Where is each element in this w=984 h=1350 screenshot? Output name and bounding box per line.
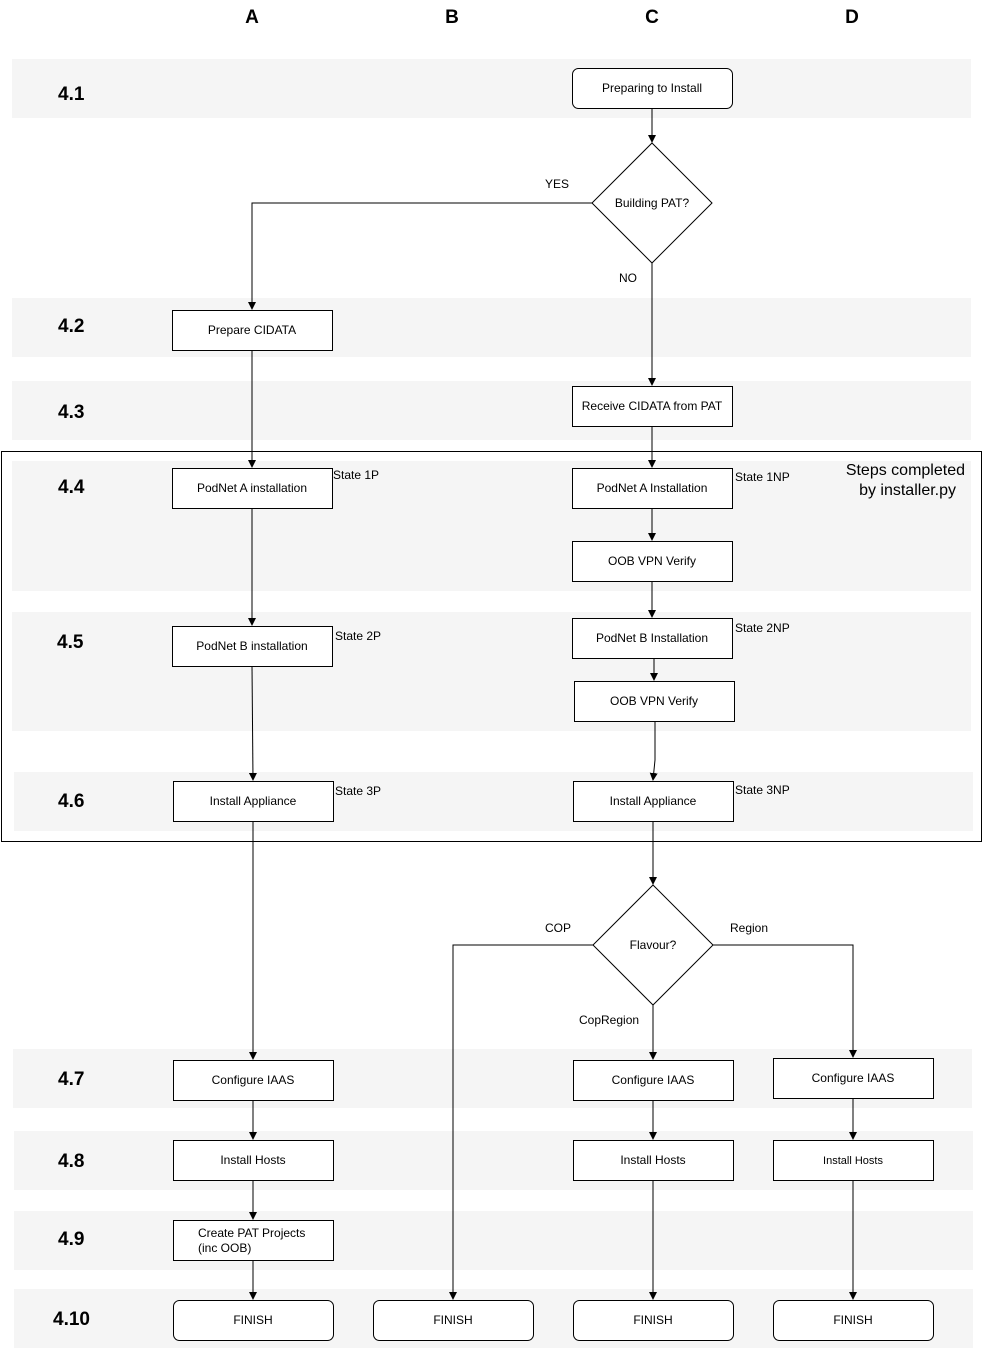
configure-iaas-d-node[interactable] [773, 1058, 934, 1099]
install-appliance-left-node[interactable] [173, 781, 334, 822]
stage-label-4-2: 4.2 [58, 316, 84, 337]
install-hosts-a-label: Install Hosts [220, 1153, 285, 1167]
oob-vpn-verify-1-label: OOB VPN Verify [608, 554, 696, 568]
edge-label-region: Region [730, 921, 768, 935]
create-pat-projects-label-line2: (inc OOB) [198, 1241, 251, 1255]
edge-cop-to-finish-b [449, 944, 593, 1300]
configure-iaas-a-node[interactable] [173, 1060, 334, 1101]
install-hosts-d-node[interactable] [773, 1140, 934, 1181]
stage-label-4-6: 4.6 [58, 791, 84, 812]
configure-iaas-d-label: Configure IAAS [812, 1071, 895, 1085]
install-appliance-right-node[interactable] [573, 781, 734, 822]
state-3p-label: State 3P [335, 784, 381, 798]
band-4-1 [12, 59, 971, 118]
state-1np-label: State 1NP [735, 470, 790, 484]
edge-region-to-iaas-d [713, 944, 857, 1058]
install-hosts-c-label: Install Hosts [620, 1153, 685, 1167]
install-hosts-d-label: Install Hosts [823, 1155, 883, 1167]
installer-frame [1, 451, 982, 842]
podnet-b-installation-right-label: PodNet B Installation [596, 631, 708, 645]
podnet-b-installation-right-node[interactable] [572, 618, 733, 659]
install-hosts-a-node[interactable] [173, 1140, 334, 1181]
finish-b-label: FINISH [433, 1313, 472, 1327]
oob-vpn-verify-2-node[interactable] [574, 681, 735, 722]
podnet-b-installation-left-node[interactable] [172, 626, 333, 667]
finish-a-node[interactable] [173, 1300, 334, 1341]
stage-label-4-1: 4.1 [58, 84, 85, 105]
band-4-3 [12, 381, 971, 440]
preparing-to-install-node[interactable] [572, 68, 733, 109]
install-hosts-c-node[interactable] [573, 1140, 734, 1181]
flavour-decision[interactable] [592, 884, 714, 1006]
building-pat-decision[interactable] [591, 142, 713, 264]
building-pat-label: Building PAT? [615, 196, 690, 210]
stage-label-4-8: 4.8 [58, 1151, 84, 1172]
receive-cidata-node[interactable] [572, 386, 733, 427]
stage-label-4-10: 4.10 [53, 1309, 90, 1330]
oob-vpn-verify-1-node[interactable] [572, 541, 733, 582]
receive-cidata-label: Receive CIDATA from PAT [582, 399, 723, 413]
podnet-b-installation-left-label: PodNet B installation [196, 639, 307, 653]
state-2np-label: State 2NP [735, 621, 790, 635]
stage-label-4-9: 4.9 [58, 1229, 84, 1250]
stage-label-4-5: 4.5 [57, 632, 84, 653]
state-1p-label: State 1P [333, 468, 379, 482]
band-4-5 [12, 612, 971, 731]
state-3np-label: State 3NP [735, 783, 790, 797]
finish-d-node[interactable] [773, 1300, 934, 1341]
podnet-a-installation-left-label: PodNet A installation [197, 481, 307, 495]
prepare-cidata-node[interactable] [172, 310, 333, 351]
state-2p-label: State 2P [335, 629, 381, 643]
install-appliance-right-label: Install Appliance [610, 794, 697, 808]
installer-note-line2: by installer.py [859, 482, 956, 499]
column-header-c: C [645, 7, 659, 28]
configure-iaas-c-label: Configure IAAS [612, 1073, 695, 1087]
edge-yes-to-prepare-cidata [248, 202, 592, 310]
column-header-b: B [445, 7, 459, 28]
configure-iaas-c-node[interactable] [573, 1060, 734, 1101]
oob-vpn-verify-2-label: OOB VPN Verify [610, 694, 698, 708]
finish-d-label: FINISH [833, 1313, 872, 1327]
column-header-d: D [845, 7, 859, 28]
podnet-a-installation-left-node[interactable] [172, 468, 333, 509]
create-pat-projects-node[interactable] [173, 1220, 334, 1261]
band-4-6 [14, 772, 973, 831]
finish-c-node[interactable] [573, 1300, 734, 1341]
stage-label-4-7: 4.7 [58, 1069, 84, 1090]
preparing-to-install-label: Preparing to Install [602, 81, 702, 95]
finish-a-label: FINISH [233, 1313, 272, 1327]
edge-label-yes: YES [545, 177, 569, 191]
prepare-cidata-label: Prepare CIDATA [208, 323, 296, 337]
edge-label-copregion: CopRegion [579, 1013, 639, 1027]
band-4-2 [12, 298, 971, 357]
install-appliance-left-label: Install Appliance [210, 794, 297, 808]
podnet-a-installation-right-label: PodNet A Installation [597, 481, 708, 495]
create-pat-projects-label-line1: Create PAT Projects [198, 1226, 305, 1240]
finish-c-label: FINISH [633, 1313, 672, 1327]
finish-b-node[interactable] [373, 1300, 534, 1341]
column-header-a: A [245, 7, 259, 28]
installer-note-line1: Steps completed [846, 462, 965, 479]
podnet-a-installation-right-node[interactable] [572, 468, 733, 509]
band-4-4 [12, 461, 971, 591]
stage-label-4-3: 4.3 [58, 402, 84, 423]
configure-iaas-a-label: Configure IAAS [212, 1073, 295, 1087]
edge-label-cop: COP [545, 921, 571, 935]
edge-podnet-b-to-appliance-left [248, 665, 257, 781]
flavour-label: Flavour? [630, 938, 677, 952]
edge-oob-2-to-appliance [649, 721, 658, 781]
edge-label-no: NO [619, 271, 637, 285]
band-4-9 [14, 1211, 973, 1270]
stage-label-4-4: 4.4 [58, 477, 85, 498]
